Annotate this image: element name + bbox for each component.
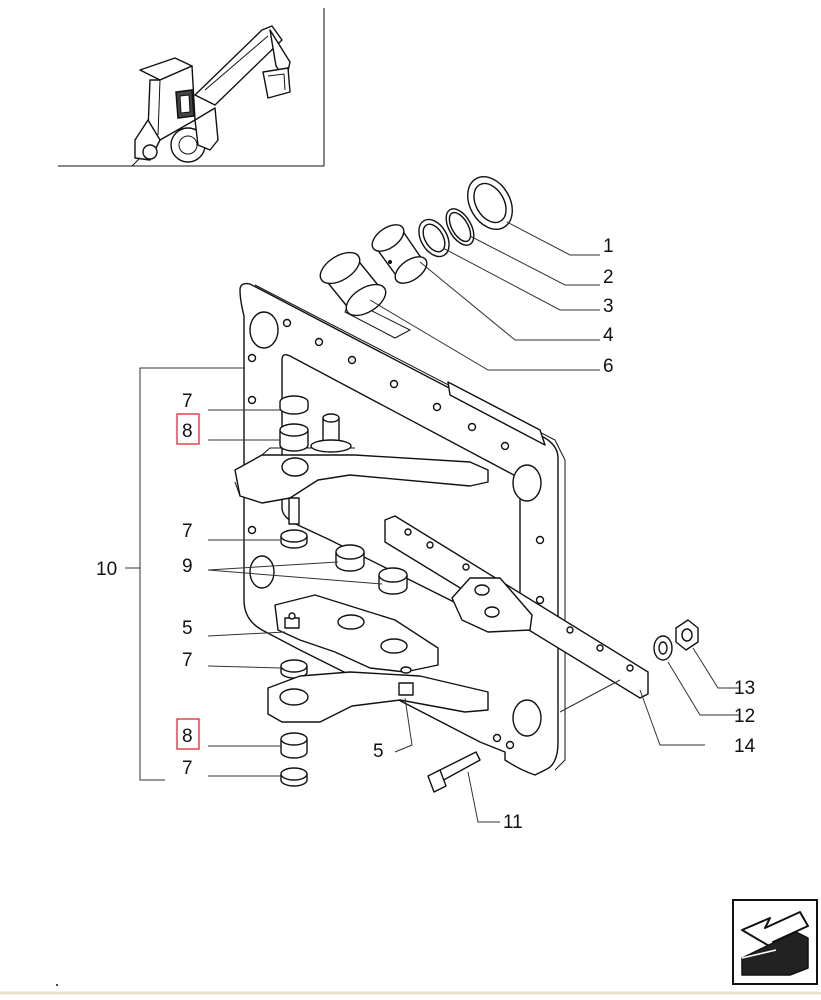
lower-pivot-bracket bbox=[267, 594, 489, 723]
pin-6 bbox=[319, 251, 387, 317]
callout-8-top: 8 bbox=[182, 421, 193, 442]
callout-8-top-highlight bbox=[176, 413, 200, 445]
callout-6: 6 bbox=[603, 356, 614, 377]
callout-11: 11 bbox=[503, 812, 523, 833]
callout-8-bottom: 8 bbox=[182, 726, 193, 747]
callout-7-top: 7 bbox=[182, 391, 193, 412]
grease-fitting-5-right bbox=[398, 666, 414, 696]
leader-lines bbox=[125, 221, 740, 823]
bushing-9-right bbox=[378, 567, 408, 595]
callout-12: 12 bbox=[734, 706, 755, 727]
seal-3 bbox=[418, 218, 450, 258]
backhoe-loader-thumbnail bbox=[130, 25, 291, 167]
callout-13: 13 bbox=[734, 678, 755, 699]
washer-12 bbox=[653, 635, 673, 661]
next-page-arrow-icon[interactable] bbox=[732, 899, 818, 985]
upper-pivot-bracket bbox=[234, 413, 489, 525]
bushing-8-bottom bbox=[280, 732, 308, 759]
washer-7-lower bbox=[280, 659, 308, 679]
callout-8-bottom-highlight bbox=[176, 718, 200, 750]
bolt-11 bbox=[427, 751, 481, 793]
callout-14: 14 bbox=[734, 736, 756, 757]
lug-bracket bbox=[451, 577, 533, 633]
callout-5-right: 5 bbox=[373, 741, 384, 762]
o-ring-2 bbox=[445, 208, 475, 246]
callout-4: 4 bbox=[603, 325, 614, 346]
ring-1 bbox=[467, 176, 513, 230]
nut-13 bbox=[675, 619, 699, 651]
callout-2: 2 bbox=[603, 267, 614, 288]
callout-3: 3 bbox=[603, 296, 614, 317]
callout-9: 9 bbox=[182, 556, 193, 577]
bushing-8-top bbox=[279, 423, 309, 452]
callout-10: 10 bbox=[96, 559, 117, 580]
grease-fitting-5-left bbox=[284, 612, 300, 629]
washer-7-bottom bbox=[280, 767, 308, 787]
callout-7-bottom: 7 bbox=[182, 758, 193, 779]
washer-7-top bbox=[279, 395, 309, 415]
callout-1: 1 bbox=[603, 236, 614, 257]
callout-7-mid: 7 bbox=[182, 521, 193, 542]
bushing-4 bbox=[371, 224, 428, 284]
callout-7-lower: 7 bbox=[182, 650, 193, 671]
stray-mark bbox=[56, 984, 58, 986]
washer-7-mid bbox=[280, 529, 308, 549]
bushing-9-left bbox=[335, 544, 365, 572]
thumbnail-frame bbox=[58, 8, 325, 167]
callout-labels: 1 2 3 4 6 7 8 7 10 9 5 7 8 7 5 11 13 12 … bbox=[96, 236, 756, 833]
callout-5-left: 5 bbox=[182, 618, 193, 639]
